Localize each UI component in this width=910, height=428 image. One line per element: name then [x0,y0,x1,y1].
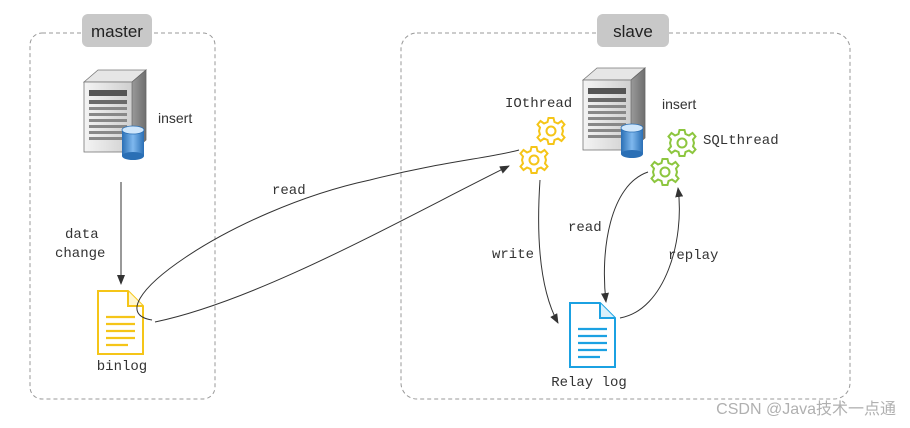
slave-server-database-icon [582,67,646,159]
slave-tab [597,14,669,47]
sqlthread-label: SQLthread [703,133,779,149]
relay-log-document-icon [569,302,616,368]
read-edge-return [154,165,510,323]
iothread-gear-icon [536,117,566,145]
replay-edge-label: replay [668,248,718,264]
binlog-document-icon [97,290,144,355]
relay-log-label: Relay log [551,375,627,391]
slave-read-edge-label: read [568,220,602,236]
master-insert-label: insert [158,110,192,126]
read-edge-outgoing [136,149,520,321]
iothread-label: IOthread [505,96,572,112]
slave-label: slave [613,22,653,41]
master-tab [82,14,152,47]
write-edge-label: write [492,247,534,263]
data-change-label-line2: change [55,246,105,262]
slave-region-border [400,32,851,400]
sqlthread-gear-icon [650,158,680,186]
write-edge [538,179,559,324]
slave-insert-label: insert [662,96,696,112]
slave-read-edge [600,171,649,303]
read-edge-label: read [272,183,306,199]
binlog-label: binlog [97,359,147,375]
iothread-gear-icon [519,146,549,174]
master-server-database-icon [83,69,147,161]
sqlthread-gear-icon [667,129,697,157]
data-change-label-line1: data [65,227,99,243]
replay-edge [619,187,684,319]
master-label: master [91,22,143,41]
watermark: CSDN @Java技术一点通 [716,400,896,418]
